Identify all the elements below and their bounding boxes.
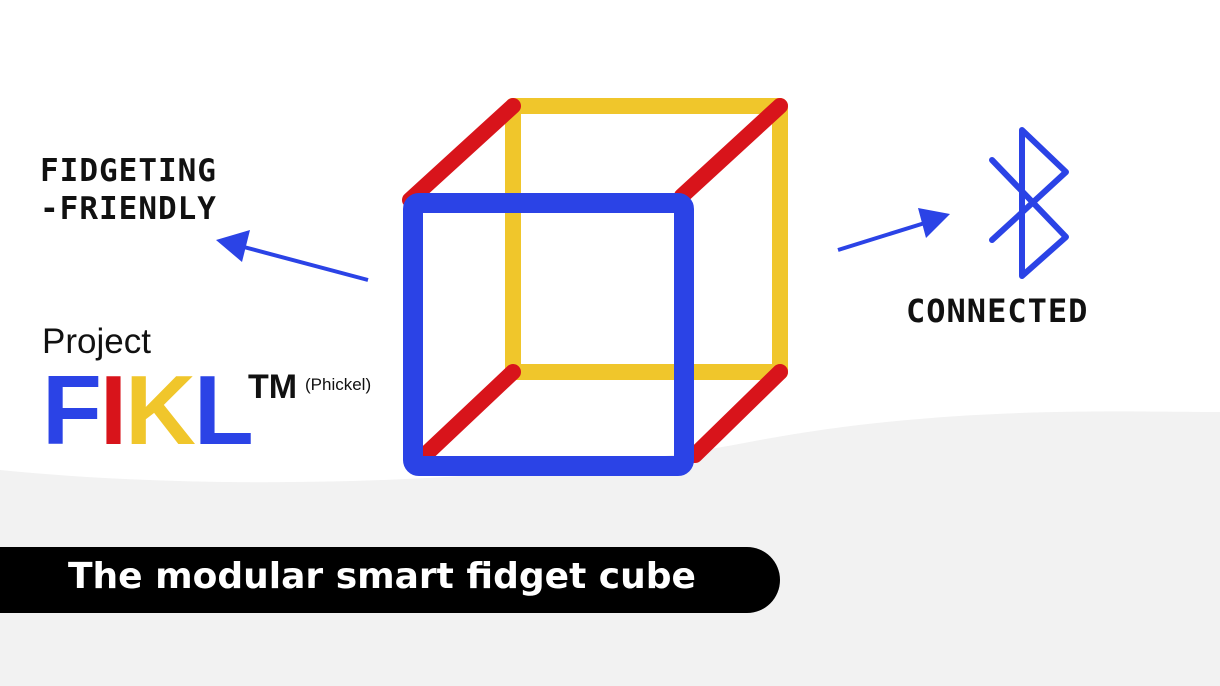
arrow-icon bbox=[837, 208, 950, 252]
tagline-banner: The modular smart fidget cube bbox=[0, 547, 780, 613]
brand-letter-k: K bbox=[125, 355, 196, 465]
brand-letter-l: L bbox=[193, 355, 254, 465]
brand-letter-f: F bbox=[42, 355, 102, 465]
cube-depth-edge-tl bbox=[402, 98, 521, 208]
fidgeting-friendly-line2: -FRIENDLY bbox=[40, 191, 217, 227]
brand-logo: FIKL bbox=[42, 355, 254, 465]
project-label: Project bbox=[42, 322, 151, 361]
cube-depth-edge-bl bbox=[417, 364, 521, 463]
cube-depth-edge-tr bbox=[674, 98, 788, 204]
cube-wireframe bbox=[402, 98, 788, 476]
bluetooth-icon bbox=[989, 127, 1069, 279]
trademark-subtitle: (Phickel) bbox=[305, 375, 372, 394]
cube-front-face bbox=[403, 193, 694, 476]
brand-letter-i: I bbox=[99, 355, 127, 465]
connected-label: CONNECTED bbox=[906, 292, 1089, 330]
fidgeting-friendly-line1: FIDGETING bbox=[40, 153, 217, 189]
fidgeting-friendly-label: FIDGETING -FRIENDLY bbox=[40, 152, 217, 228]
arrow-icon bbox=[216, 230, 369, 282]
cube-depth-edge-br bbox=[687, 364, 788, 463]
tagline-text: The modular smart fidget cube bbox=[68, 556, 696, 597]
trademark-label: TM bbox=[248, 368, 298, 406]
